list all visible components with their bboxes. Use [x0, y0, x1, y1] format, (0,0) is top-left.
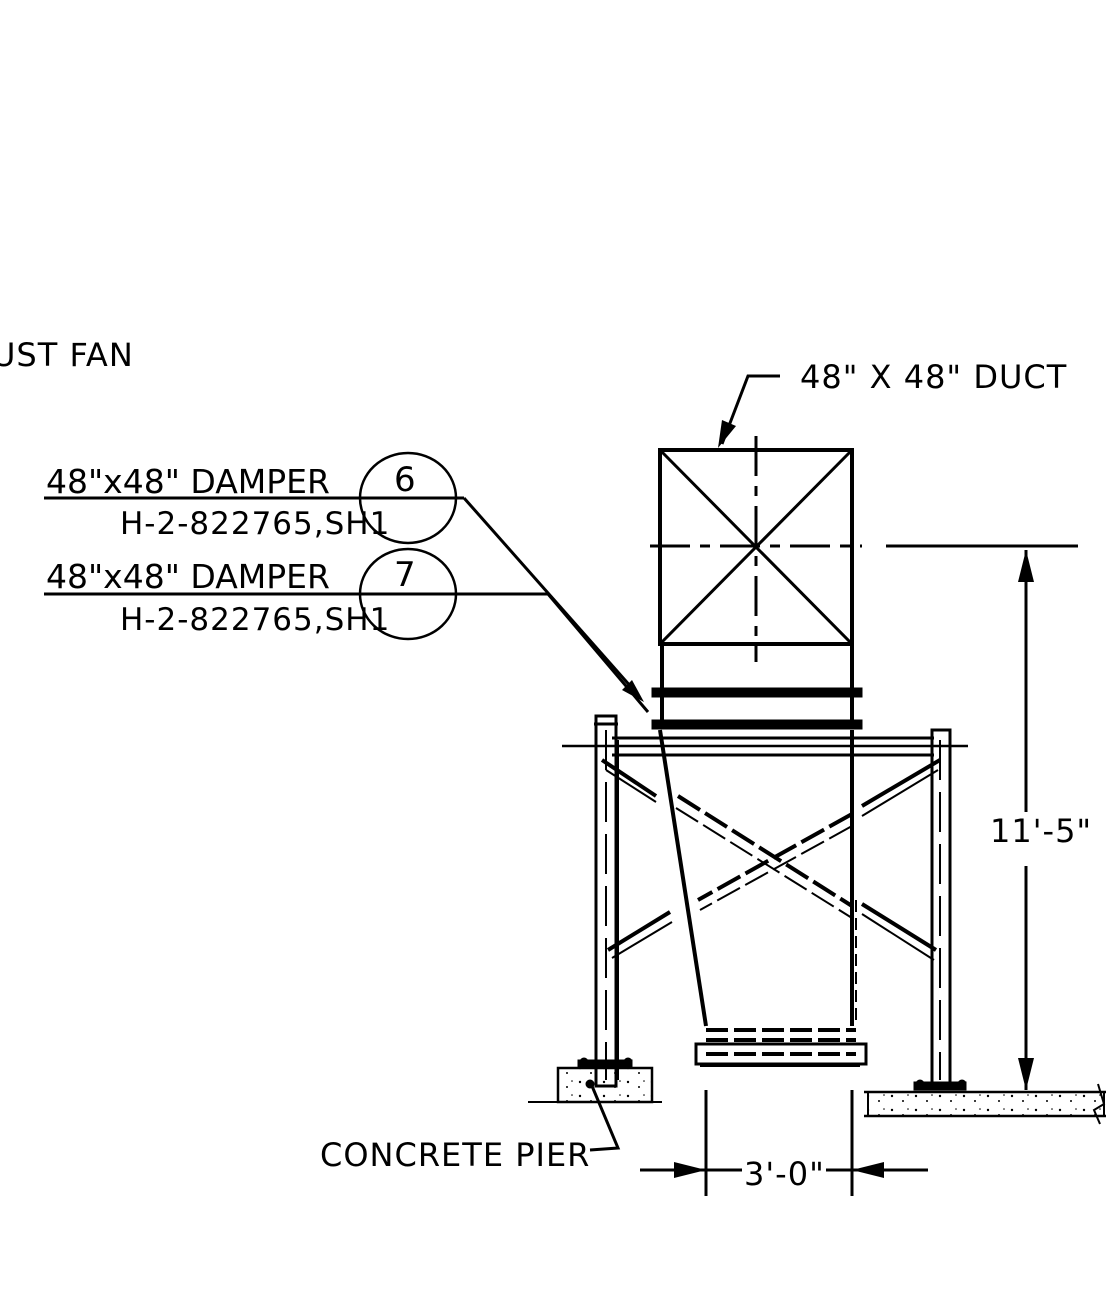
- concrete-slab: [864, 1083, 1106, 1125]
- concrete-pier-label: CONCRETE PIER: [320, 1136, 590, 1174]
- support-frame: [562, 714, 968, 1091]
- damper-7-reference: H-2-822765,SH1: [120, 602, 390, 638]
- damper-6-number: 6: [394, 460, 416, 500]
- detail-bubble-6: [358, 451, 458, 545]
- transition-duct: [658, 729, 857, 1027]
- width-dimension-label: 3'-0": [744, 1155, 825, 1193]
- damper-flanges: [651, 644, 863, 730]
- damper-6-reference: H-2-822765,SH1: [120, 506, 390, 542]
- duct-label: 48" X 48" DUCT: [800, 358, 1067, 396]
- height-dim-arrow-bottom: [1018, 1058, 1034, 1090]
- damper-callouts: [44, 451, 650, 713]
- concrete-pier: [528, 1066, 662, 1152]
- damper-leader-arrowhead: [622, 680, 644, 702]
- detail-bubble-7: [358, 547, 458, 641]
- fan-label: UST FAN: [0, 336, 134, 374]
- height-dim-arrow-top: [1018, 550, 1034, 582]
- bottom-flange: [694, 1028, 868, 1067]
- duct-leader-arrowhead: [718, 420, 736, 448]
- damper-7-number: 7: [394, 555, 416, 595]
- damper-6-label: 48"x48" DAMPER: [46, 462, 330, 501]
- duct-section: [650, 436, 862, 662]
- height-dimension: [886, 544, 1078, 1090]
- width-dim-arrow-right: [852, 1162, 884, 1178]
- height-dimension-label: 11'-5": [990, 812, 1092, 850]
- width-dim-arrow-left: [674, 1162, 706, 1178]
- duct-leader: [720, 374, 780, 445]
- damper-7-label: 48"x48" DAMPER: [46, 557, 330, 596]
